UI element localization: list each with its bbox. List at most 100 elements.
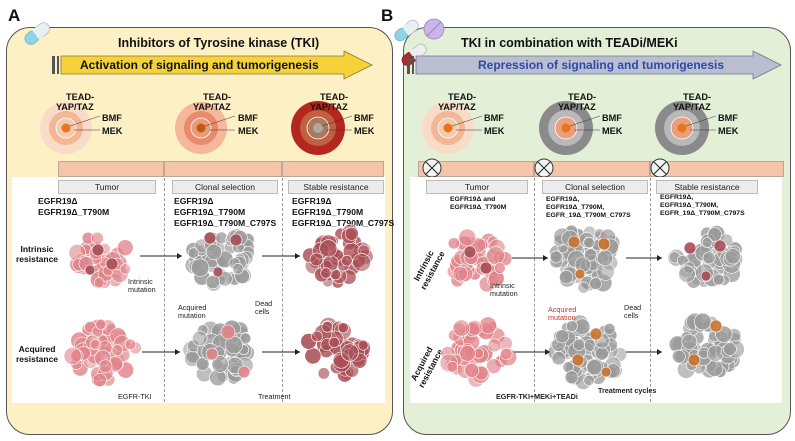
divider xyxy=(282,178,283,402)
tumor-cell xyxy=(93,277,105,288)
tumor-cell xyxy=(89,339,101,350)
pill-icon xyxy=(423,18,445,40)
tumor-cell xyxy=(479,316,497,335)
label-mek: MEK xyxy=(484,126,505,136)
tumor-cell xyxy=(486,358,502,374)
resistant-cell xyxy=(709,319,723,333)
row-label-acquired: Acquired resistance xyxy=(15,344,59,364)
inhibit-icon xyxy=(534,158,554,178)
inhibit-icon xyxy=(422,158,442,178)
label-bmf: BMF xyxy=(102,113,122,123)
resistant-cell xyxy=(574,268,586,280)
label-mek: MEK xyxy=(718,126,739,136)
panel-a-letter: A xyxy=(8,6,21,25)
resistant-cell xyxy=(321,321,334,333)
label-tead: TEAD- xyxy=(448,92,477,102)
arrow-head xyxy=(543,255,548,261)
tumor-cell xyxy=(95,318,107,330)
inhibited-cell xyxy=(577,281,590,294)
inhibited-cell xyxy=(192,330,208,346)
label-bmf: BMF xyxy=(354,113,374,123)
intrinsic-mutation-label: Intrinsic mutation xyxy=(128,277,156,294)
stage-label-clonal-selection: Clonal selection xyxy=(172,180,278,194)
inhibited-cell xyxy=(723,342,737,356)
label-tead: TEAD- xyxy=(66,92,95,102)
acquired-mutant-cell xyxy=(571,353,585,367)
resistant-cell xyxy=(319,239,338,258)
panel-a-title: Inhibitors of Tyrosine kinase (TKI) xyxy=(118,36,320,50)
inhibited-cell xyxy=(694,312,712,331)
arrow-head xyxy=(177,253,182,259)
label-bmf: BMF xyxy=(238,113,258,123)
resistant-cell xyxy=(320,267,332,279)
inhibited-cell xyxy=(555,329,570,344)
label-yap-taz: YAP/TAZ xyxy=(673,102,711,112)
resistant-cell xyxy=(311,330,323,343)
tumor-cell xyxy=(452,319,470,337)
treatment-cycles-label: Treatment cycles xyxy=(598,386,657,395)
inhibited-cell xyxy=(596,249,614,267)
resistant-cell xyxy=(328,336,340,348)
band-b1 xyxy=(418,161,534,177)
resistant-cell xyxy=(344,226,359,241)
acquired-mutant-cell xyxy=(589,327,603,341)
mutation-list: EGFR19Δ, EGFR19Δ_T790M, EGFR_19Δ_T790M_C… xyxy=(660,194,745,217)
tumor-cell xyxy=(494,262,506,274)
inhibited-cell xyxy=(583,236,595,249)
tumor-cell xyxy=(486,246,505,265)
intrinsic-mutant-cell xyxy=(105,257,119,271)
inhibited-cell xyxy=(232,263,244,275)
divider xyxy=(164,178,165,402)
inhibit-icon xyxy=(650,158,670,178)
inhibited-cell xyxy=(551,351,566,366)
signaling-node-a2 xyxy=(175,102,236,154)
inhibited-cell xyxy=(681,333,698,350)
inhibited-cell xyxy=(712,273,725,286)
stage-label-stable-resistance: Stable resistance xyxy=(656,180,758,194)
acquired-mutant-cell xyxy=(600,366,612,378)
inhibited-cell xyxy=(724,248,741,265)
divider xyxy=(534,178,535,402)
intrinsic-mutation-label: Intrinsic mutation xyxy=(490,281,518,298)
label-tead: TEAD- xyxy=(203,92,232,102)
acquired-mutant-cell xyxy=(237,365,251,379)
panel-b-arrow xyxy=(407,50,782,80)
label-tead: TEAD- xyxy=(683,92,712,102)
band-b2 xyxy=(534,161,650,177)
tumor-cell xyxy=(116,239,134,256)
signaling-node-b2 xyxy=(539,101,601,155)
resistant-cell xyxy=(309,252,324,267)
tumor-cell xyxy=(464,362,480,378)
tumor-cell xyxy=(452,265,469,282)
intrinsic-mutant-cell xyxy=(84,264,96,276)
arrow-head xyxy=(175,349,180,355)
signaling-node-b1 xyxy=(422,102,483,154)
inhibited-cell xyxy=(572,338,585,351)
tumor-cell xyxy=(487,338,502,353)
intrinsic-mutant-cell xyxy=(479,261,493,275)
intrinsic-mutant-cell xyxy=(463,245,477,259)
tumor-cell xyxy=(92,372,107,388)
intrinsic-mutant-cell xyxy=(91,243,105,257)
label-mek: MEK xyxy=(102,126,123,136)
mutation-list: EGFR19Δ, EGFR19Δ_T790M, EGFR_19Δ_T790M_C… xyxy=(546,196,631,219)
inhibited-cell xyxy=(205,243,223,260)
inhibited-cell xyxy=(678,265,696,283)
label-yap-taz: YAP/TAZ xyxy=(558,102,596,112)
mutation-list: EGFR19Δ EGFR19Δ_T790M EGFR19Δ_T790M_C797… xyxy=(292,196,395,228)
inhibited-cell xyxy=(603,323,616,335)
resistant-cell xyxy=(597,237,611,251)
label-bmf: BMF xyxy=(484,113,504,123)
inhibited-cell xyxy=(701,237,713,248)
band-a3 xyxy=(282,161,384,177)
resistant-cell xyxy=(687,353,701,367)
signaling-node-a3 xyxy=(291,101,353,155)
band-a2 xyxy=(164,161,282,177)
resistant-cell xyxy=(317,367,330,380)
acquired-mutation-label: Acquired mutation xyxy=(548,305,577,322)
stage-label-stable-resistance: Stable resistance xyxy=(288,180,384,194)
stage-label-tumor: Tumor xyxy=(426,180,528,194)
tumor-cell xyxy=(500,347,513,360)
label-yap-taz: YAP/TAZ xyxy=(193,102,231,112)
tumor-cell xyxy=(458,228,477,247)
